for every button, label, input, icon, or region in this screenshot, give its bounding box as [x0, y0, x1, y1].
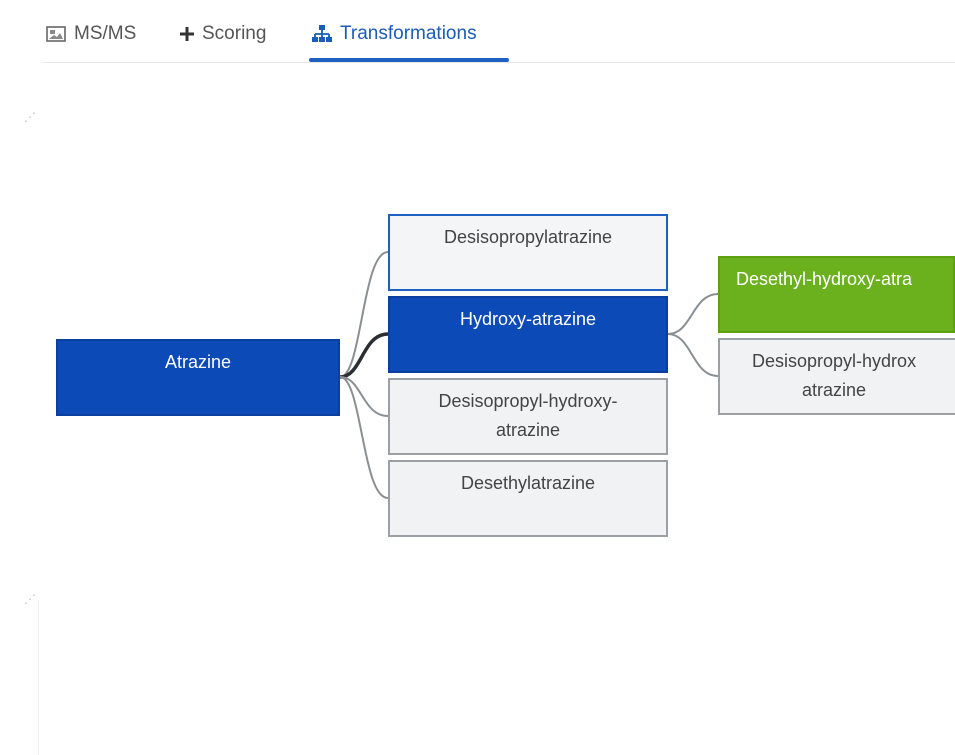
tab-transformations[interactable]: Transformations [312, 19, 477, 49]
tab-msms[interactable]: MS/MS [46, 19, 136, 49]
plus-icon [180, 27, 194, 41]
tree-node-hydroxy-atrazine[interactable]: Hydroxy-atrazine [388, 296, 668, 373]
collapse-marker-icon: ⋰ [24, 592, 36, 606]
tree-node-desisopropyl-hydroxy-atrazine-2[interactable]: Desisopropyl-hydrox atrazine [718, 338, 955, 415]
tree-node-label-line2: atrazine [802, 380, 867, 400]
tab-scoring-label: Scoring [202, 23, 267, 44]
active-tab-indicator [309, 58, 509, 62]
tree-node-atrazine[interactable]: Atrazine [56, 339, 340, 416]
tree-node-desethylatrazine[interactable]: Desethylatrazine [388, 460, 668, 537]
tree-node-desisopropylatrazine[interactable]: Desisopropylatrazine [388, 214, 668, 291]
tree-node-label: Desisopropyl-hydrox atrazine [752, 347, 916, 405]
tree-node-label-line1: Desisopropyl-hydrox [752, 351, 917, 371]
tree-node-label-line1: Desisopropyl-hydroxy- [438, 391, 618, 411]
sitemap-icon [312, 25, 332, 43]
tab-bar: MS/MS Scoring Transformations [42, 0, 955, 63]
collapse-marker-icon: ⋰ [24, 110, 36, 124]
link-hydroxy-desethyl-hydroxy [667, 293, 719, 335]
tree-node-label: Desethyl-hydroxy-atra [736, 269, 913, 289]
link-atrazine-desisopropyl-hydroxy [339, 376, 389, 417]
tree-node-desethyl-hydroxy-atrazine[interactable]: Desethyl-hydroxy-atra [718, 256, 955, 333]
image-icon [46, 26, 66, 42]
tree-node-label: Hydroxy-atrazine [459, 309, 597, 329]
tree-node-label: Desisopropyl-hydroxy- atrazine [438, 387, 617, 445]
link-hydroxy-desisopropyl-hydrox [667, 333, 719, 377]
link-atrazine-hydroxy-atrazine [339, 332, 389, 379]
panel-divider [38, 600, 39, 755]
link-atrazine-desethylatrazine [339, 376, 389, 499]
tree-node-label: Atrazine [164, 352, 232, 372]
tree-node-label-line2: atrazine [495, 420, 561, 440]
tree-node-label: Desethylatrazine [460, 473, 596, 493]
link-atrazine-desisopropylatrazine [339, 251, 389, 378]
tree-node-label: Desisopropylatrazine [443, 227, 613, 247]
tab-transformations-label: Transformations [340, 23, 477, 44]
tab-scoring[interactable]: Scoring [180, 19, 266, 49]
tab-msms-label: MS/MS [74, 23, 137, 44]
tree-node-desisopropyl-hydroxy-atrazine[interactable]: Desisopropyl-hydroxy- atrazine [388, 378, 668, 455]
